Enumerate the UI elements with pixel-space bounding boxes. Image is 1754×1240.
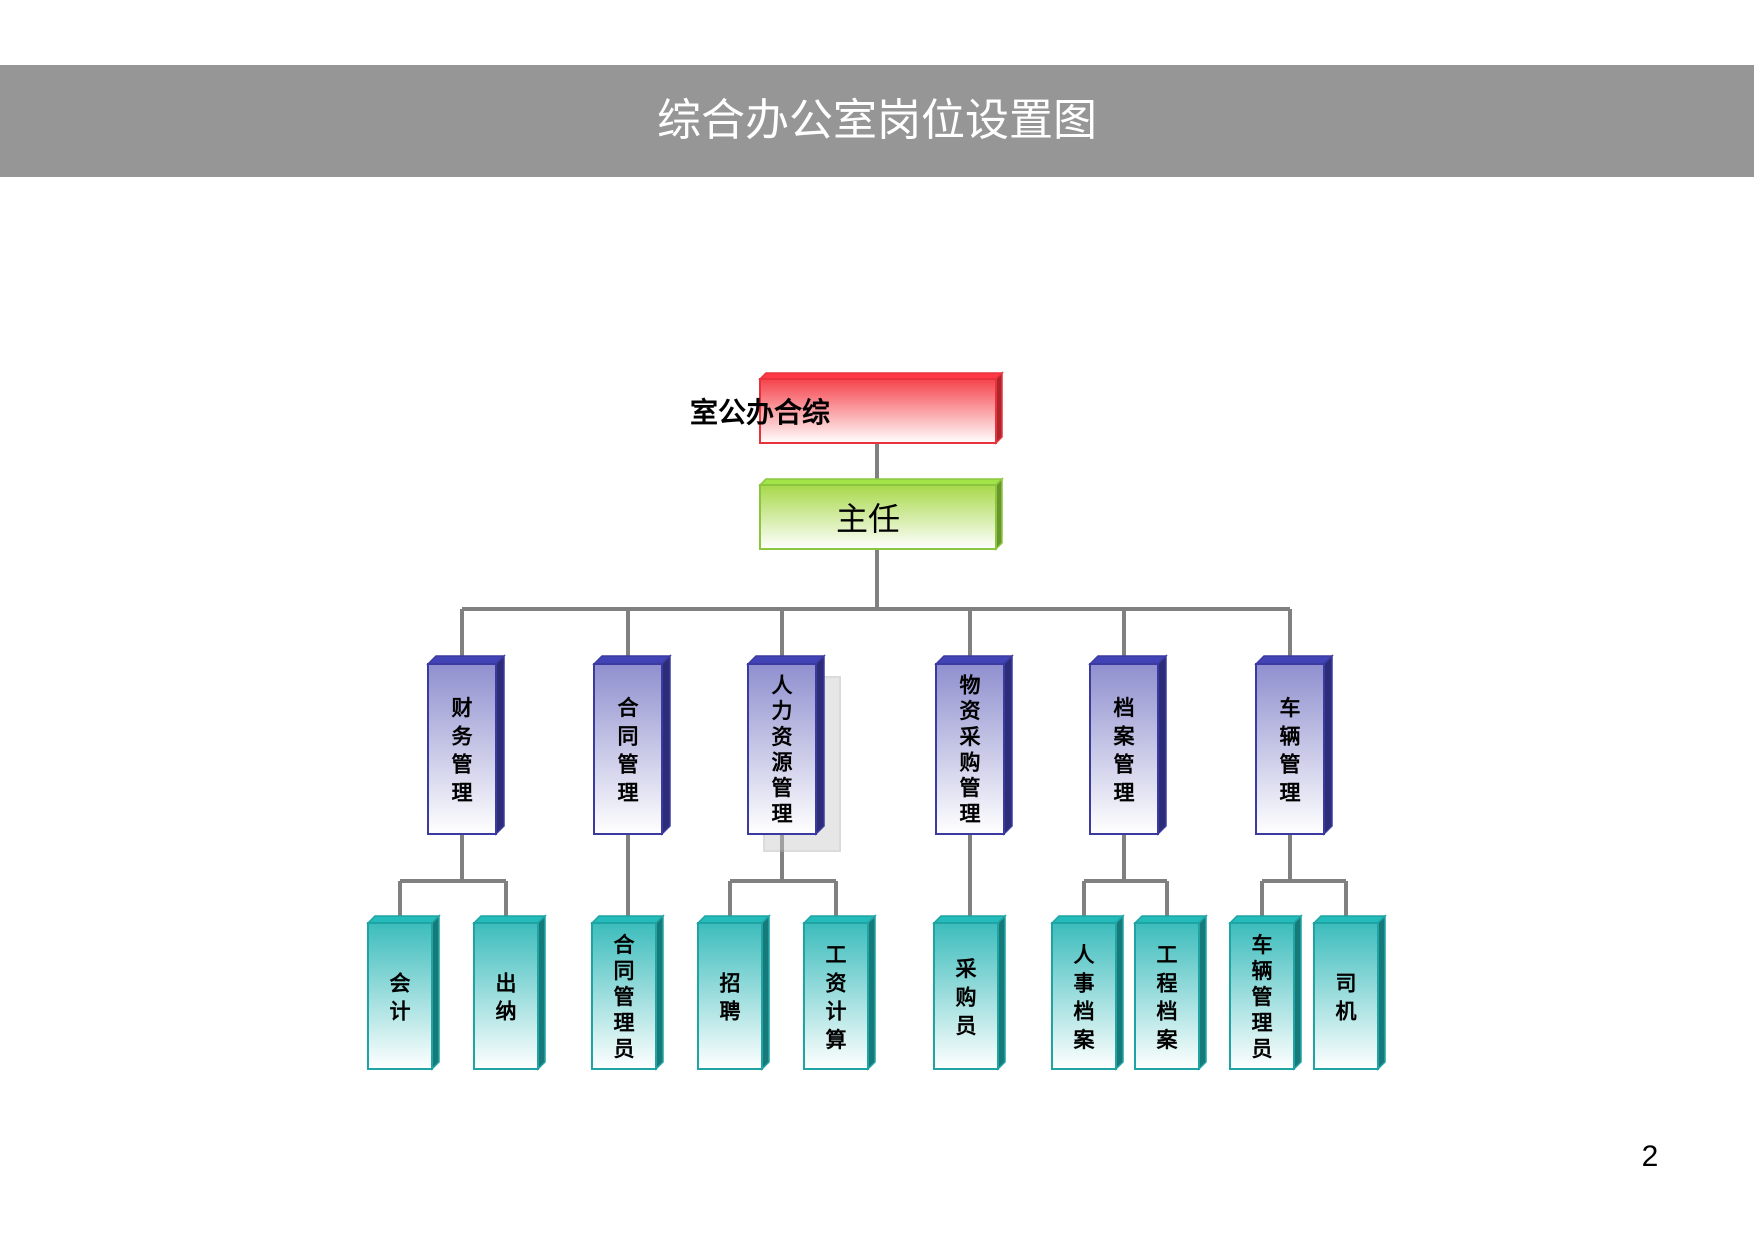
box-front-face <box>1051 922 1117 1070</box>
box-front-face <box>933 922 999 1070</box>
org-department-box: 人力资源管理 <box>746 654 826 836</box>
box-top-face <box>366 915 441 924</box>
box-top-face <box>590 915 665 924</box>
box-front-face <box>1229 922 1295 1070</box>
box-top-face <box>592 655 672 665</box>
box-side-face <box>1003 654 1013 836</box>
org-post-label: 工资计算 <box>826 943 847 1052</box>
box-side-face <box>431 914 440 1071</box>
org-root-box: 室公办合综 <box>690 371 1004 445</box>
org-post-box: 采购员 <box>932 914 1007 1071</box>
org-department-box: 档案管理 <box>1088 654 1168 836</box>
org-post-box: 工程档案 <box>1133 914 1208 1071</box>
org-post-label: 合同管理员 <box>614 933 636 1061</box>
org-department-label: 车辆管理 <box>1280 696 1301 805</box>
org-department-label: 物资采购管理 <box>960 674 981 826</box>
box-side-face <box>1293 914 1302 1071</box>
box-front-face <box>759 484 997 550</box>
box-side-face <box>655 914 664 1071</box>
box-front-face <box>591 922 657 1070</box>
org-post-label: 司机 <box>1336 971 1357 1023</box>
org-post-box: 人事档案 <box>1050 914 1125 1071</box>
org-department-box: 车辆管理 <box>1254 654 1334 836</box>
org-department-label: 财务管理 <box>452 696 474 805</box>
box-front-face <box>747 663 817 835</box>
box-side-face <box>1198 914 1207 1071</box>
box-front-face <box>759 378 997 444</box>
box-side-face <box>761 914 770 1071</box>
box-top-face <box>932 915 1007 924</box>
box-front-face <box>1255 663 1325 835</box>
box-front-face <box>803 922 869 1070</box>
box-side-face <box>537 914 546 1071</box>
org-post-label: 人事档案 <box>1073 943 1096 1052</box>
box-front-face <box>697 922 763 1070</box>
org-director-box: 主任 <box>758 477 1004 551</box>
box-side-face <box>997 914 1006 1071</box>
org-department-box: 合同管理 <box>592 654 672 836</box>
org-post-box: 招聘 <box>696 914 771 1071</box>
org-post-box: 会计 <box>366 914 441 1071</box>
box-front-face <box>593 663 663 835</box>
org-post-label: 工程档案 <box>1156 943 1179 1052</box>
box-top-face <box>1088 655 1168 665</box>
org-post-label: 会计 <box>390 971 411 1023</box>
page-title: 综合办公室岗位设置图 <box>657 95 1097 146</box>
box-side-face <box>661 654 671 836</box>
box-front-face <box>367 922 433 1070</box>
org-post-box: 司机 <box>1312 914 1387 1071</box>
org-post-box: 合同管理员 <box>590 914 665 1071</box>
box-front-face <box>1134 922 1200 1070</box>
box-side-face <box>1157 654 1167 836</box>
box-side-face <box>1377 914 1386 1071</box>
org-department-label: 合同管理 <box>618 696 640 805</box>
box-top-face <box>472 915 547 924</box>
box-front-face <box>935 663 1005 835</box>
org-director-label: 主任 <box>836 500 900 538</box>
box-front-face <box>1313 922 1379 1070</box>
box-side-face <box>815 654 825 836</box>
box-side-face <box>1115 914 1124 1071</box>
org-post-box: 车辆管理员 <box>1228 914 1303 1071</box>
box-top-face <box>696 915 771 924</box>
box-front-face <box>427 663 497 835</box>
box-top-face <box>1133 915 1208 924</box>
box-front-face <box>1089 663 1159 835</box>
box-side-face <box>495 654 505 836</box>
org-post-box: 出纳 <box>472 914 547 1071</box>
org-department-box: 物资采购管理 <box>934 654 1014 836</box>
box-top-face <box>426 655 506 665</box>
box-top-face <box>1254 655 1334 665</box>
org-post-label: 招聘 <box>720 971 741 1023</box>
box-top-face <box>1312 915 1387 924</box>
box-front-face <box>473 922 539 1070</box>
org-department-box: 财务管理 <box>426 654 506 836</box>
page-number: 2 <box>1641 1140 1659 1173</box>
org-department-label: 档案管理 <box>1113 696 1136 805</box>
box-top-face <box>746 655 826 665</box>
org-post-label: 车辆管理员 <box>1252 933 1273 1061</box>
box-top-face <box>802 915 877 924</box>
org-post-label: 采购员 <box>956 957 977 1038</box>
box-top-face <box>1050 915 1125 924</box>
box-top-face <box>1228 915 1303 924</box>
title-banner: 综合办公室岗位设置图 <box>0 65 1754 177</box>
box-side-face <box>1323 654 1333 836</box>
box-side-face <box>867 914 876 1071</box>
org-department-label: 人力资源管理 <box>772 674 793 826</box>
org-root-label: 室公办合综 <box>690 396 830 429</box>
box-top-face <box>934 655 1014 665</box>
org-post-box: 工资计算 <box>802 914 877 1071</box>
org-post-label: 出纳 <box>496 971 517 1023</box>
